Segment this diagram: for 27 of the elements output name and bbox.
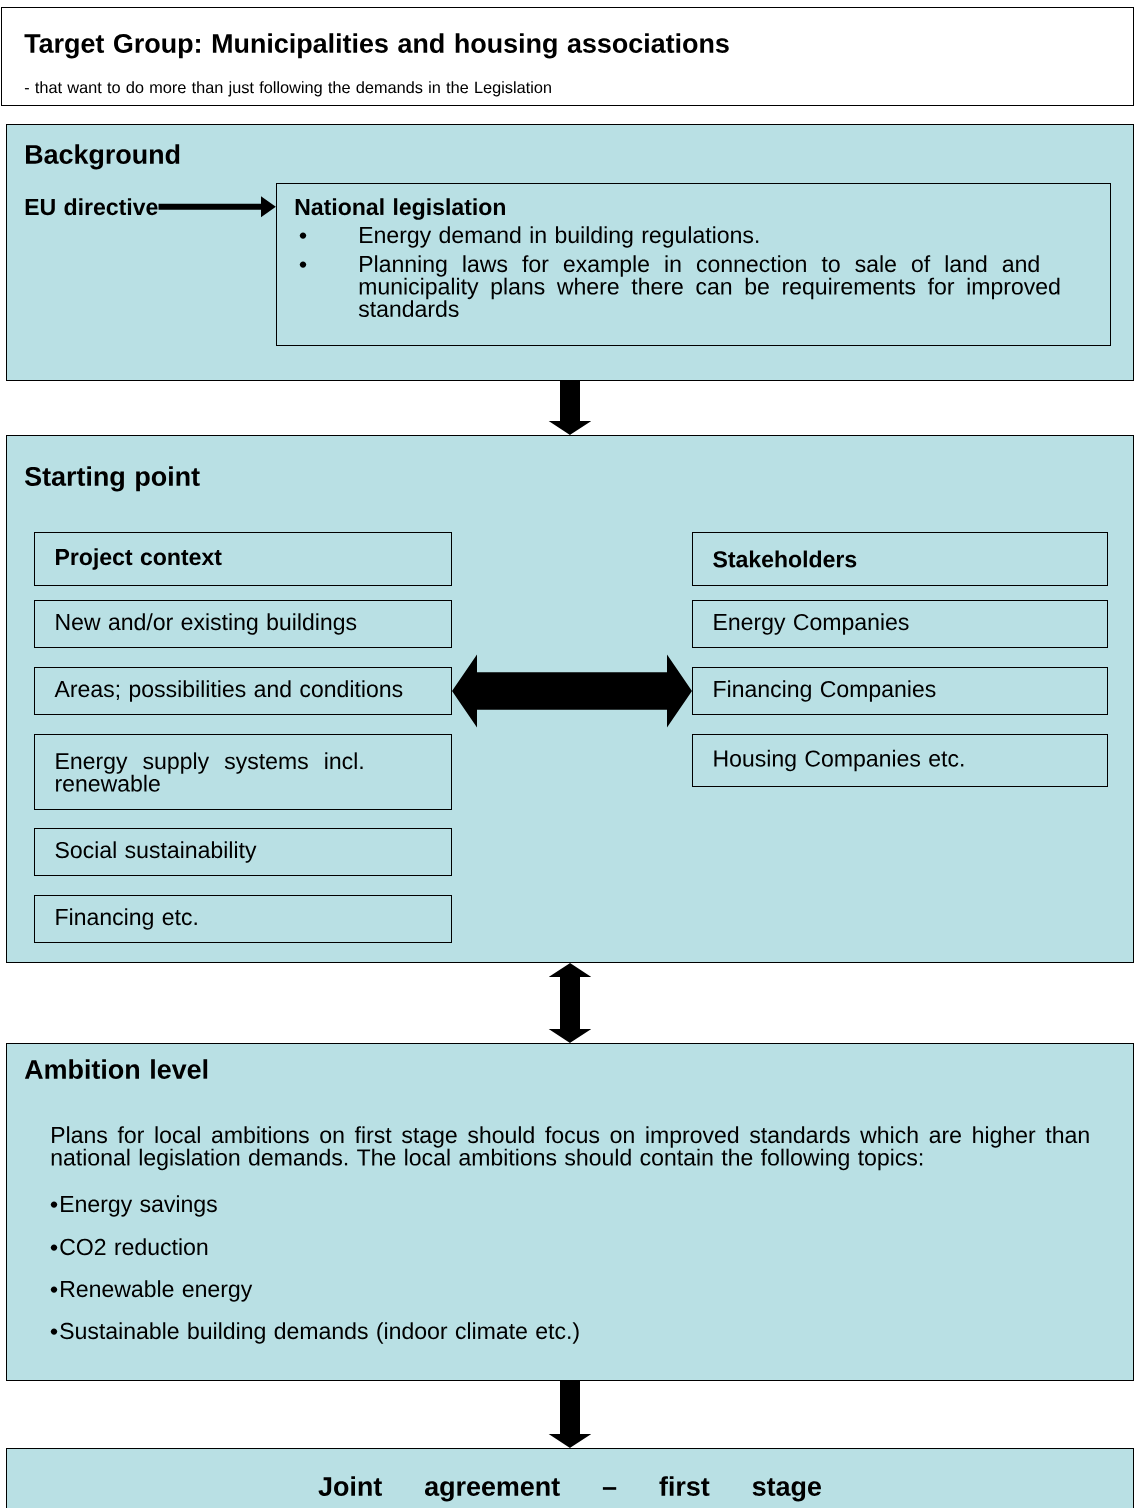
label-text: EU directive: [25, 198, 158, 216]
heading: Target Group: Municipalities and housing associations: [24, 33, 729, 59]
paragraph: Plans for local ambitions on first stage should focus on improved standards which are higher than national legislation demands. The local ambitions should contain the following topics:: [51, 1126, 1089, 1171]
list-box: Energy supply systems incl. renewable: [34, 734, 452, 810]
heading: Starting point: [24, 466, 200, 492]
list-box: Financing etc.: [34, 895, 452, 943]
bullet-text: Planning laws for example in connection to sale of land and municipality plans where there can be requirements for improved standards: [358, 255, 1060, 318]
bullet-text: Energy savings: [61, 1195, 217, 1217]
heading: Background: [26, 144, 180, 170]
list-box: Areas; possibilities and conditions: [34, 667, 452, 715]
bullet-text: CO2 reduction: [60, 1238, 208, 1256]
block-arrow: [548, 963, 592, 1043]
list-box: Social sustainability: [34, 828, 452, 876]
list-box: Stakeholders: [692, 532, 1108, 586]
bullet-text: Energy demand in building regulations.: [360, 226, 759, 248]
list-box: New and/or existing buildings: [34, 600, 452, 648]
heading: Joint agreement – first stage: [318, 1476, 821, 1502]
heading: Ambition level: [24, 1059, 208, 1079]
list-box: Financing Companies: [692, 667, 1108, 715]
heading: National legislation: [295, 198, 505, 220]
bullet-text: Renewable energy: [61, 1280, 253, 1302]
list-box: Housing Companies etc.: [692, 734, 1108, 787]
list-box: Project context: [34, 532, 452, 586]
block-arrow: [452, 654, 692, 728]
bullet-text: Sustainable building demands (indoor climate etc.): [60, 1322, 579, 1344]
list-box: Energy Companies: [692, 600, 1108, 648]
subtitle: - that want to do more than just following the demands in the Legislation: [24, 81, 551, 97]
